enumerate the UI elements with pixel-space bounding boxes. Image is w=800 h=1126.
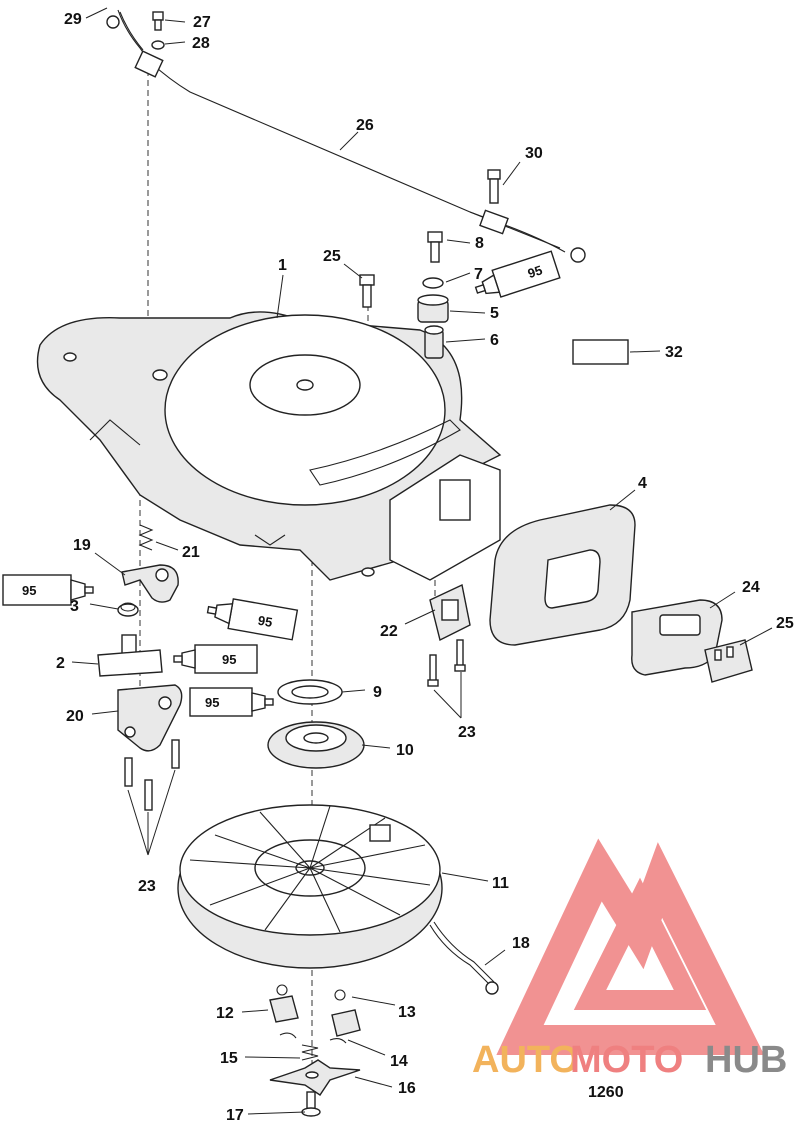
pawl-13 <box>329 989 361 1044</box>
screws-23-right <box>427 639 466 687</box>
callout-1: 1 <box>278 257 287 274</box>
callout-22: 22 <box>380 623 398 640</box>
cable-bracket-top <box>134 50 164 78</box>
washer-7 <box>422 277 444 289</box>
pulley-11 <box>177 804 443 969</box>
watermark-logo <box>496 838 765 1055</box>
cable-clip <box>106 15 120 29</box>
callout-7: 7 <box>474 266 483 283</box>
tube-label-5: 95 <box>526 262 544 281</box>
screw-8 <box>427 231 443 263</box>
cable-clamp <box>479 209 509 235</box>
screw-31 <box>487 169 501 204</box>
callout-13: 13 <box>398 1004 416 1021</box>
watermark-triangle-outer <box>496 838 765 1055</box>
figure-number: 1260 <box>588 1084 624 1101</box>
watermark-auto: AUTO <box>472 1039 579 1081</box>
callout-2: 2 <box>56 655 65 672</box>
tube-label-4: 95 <box>205 695 219 710</box>
callout-18: 18 <box>512 935 530 952</box>
starter-housing <box>36 311 502 581</box>
callout-6: 6 <box>490 332 499 349</box>
callout-16: 16 <box>398 1080 416 1097</box>
washer-29 <box>151 40 165 50</box>
tube-label-2: 95 <box>257 613 274 630</box>
retainer-9 <box>277 679 343 705</box>
callout-9: 9 <box>373 684 382 701</box>
bracket-20 <box>117 684 183 752</box>
tube-label-1: 95 <box>22 583 36 598</box>
callout-31: 30 <box>525 145 543 162</box>
screw-26 <box>359 274 375 308</box>
spring-15 <box>301 1044 319 1061</box>
callout-20: 20 <box>66 708 84 725</box>
insert-25 <box>704 639 753 683</box>
screws-23-left <box>124 739 180 811</box>
callout-19: 19 <box>73 537 91 554</box>
plunger-2 <box>97 634 163 677</box>
callout-23-right: 23 <box>458 724 476 741</box>
callout-3: 3 <box>70 598 79 615</box>
callout-17: 17 <box>226 1107 244 1124</box>
callout-28: 27 <box>193 14 211 31</box>
handle-cover-4 <box>489 504 636 646</box>
sleeve-6 <box>424 325 444 359</box>
spring-21 <box>138 524 154 551</box>
handle-24 <box>631 599 723 676</box>
callout-11: 11 <box>492 875 509 892</box>
watermark-text: AUTO MOTO HUB <box>472 1039 787 1081</box>
watermark-moto: MOTO <box>570 1039 683 1081</box>
cable-end-ring <box>570 247 586 263</box>
callout-27: 26 <box>356 117 374 134</box>
cable-assembly <box>106 9 586 263</box>
decal-32 <box>572 339 629 365</box>
callout-24: 24 <box>742 579 760 596</box>
callout-10: 10 <box>396 742 414 759</box>
callout-23-left: 23 <box>138 878 156 895</box>
callout-12: 12 <box>216 1005 234 1022</box>
bracket-22 <box>429 583 471 642</box>
watermark-hub: HUB <box>705 1039 787 1081</box>
pawl-12 <box>269 984 299 1039</box>
callout-4: 4 <box>638 475 647 492</box>
callout-15: 15 <box>220 1050 238 1067</box>
friction-plate-10 <box>267 721 365 769</box>
sealant-tube-1: 95 <box>2 574 94 606</box>
sealant-tube-3: 95 <box>173 644 258 674</box>
callout-26: 25 <box>323 248 341 265</box>
callout-29: 28 <box>192 35 210 52</box>
callout-25: 25 <box>776 615 794 632</box>
tube-label-3: 95 <box>222 652 236 667</box>
sealant-tube-4: 95 <box>189 687 274 717</box>
spring-3 <box>117 602 139 617</box>
callout-14: 14 <box>390 1053 408 1070</box>
callout-21: 21 <box>182 544 200 561</box>
rope-18 <box>429 921 499 995</box>
callout-numbers: 29 27 28 26 30 8 7 5 6 1 25 32 4 24 25 2… <box>56 11 794 1124</box>
leader-lines <box>71 7 773 1115</box>
callout-30: 29 <box>64 11 82 28</box>
callout-32: 32 <box>665 344 683 361</box>
plate-16 <box>269 1059 361 1096</box>
sealant-tube-5: 95 <box>474 250 561 298</box>
sealant-tube-2: 95 <box>206 598 299 641</box>
lever-19 <box>121 564 179 603</box>
callout-8: 8 <box>475 235 484 252</box>
callout-5: 5 <box>490 305 499 322</box>
watermark-triangle-inner <box>573 877 707 1010</box>
screw-28 <box>152 11 164 31</box>
bushing-5 <box>417 294 449 323</box>
